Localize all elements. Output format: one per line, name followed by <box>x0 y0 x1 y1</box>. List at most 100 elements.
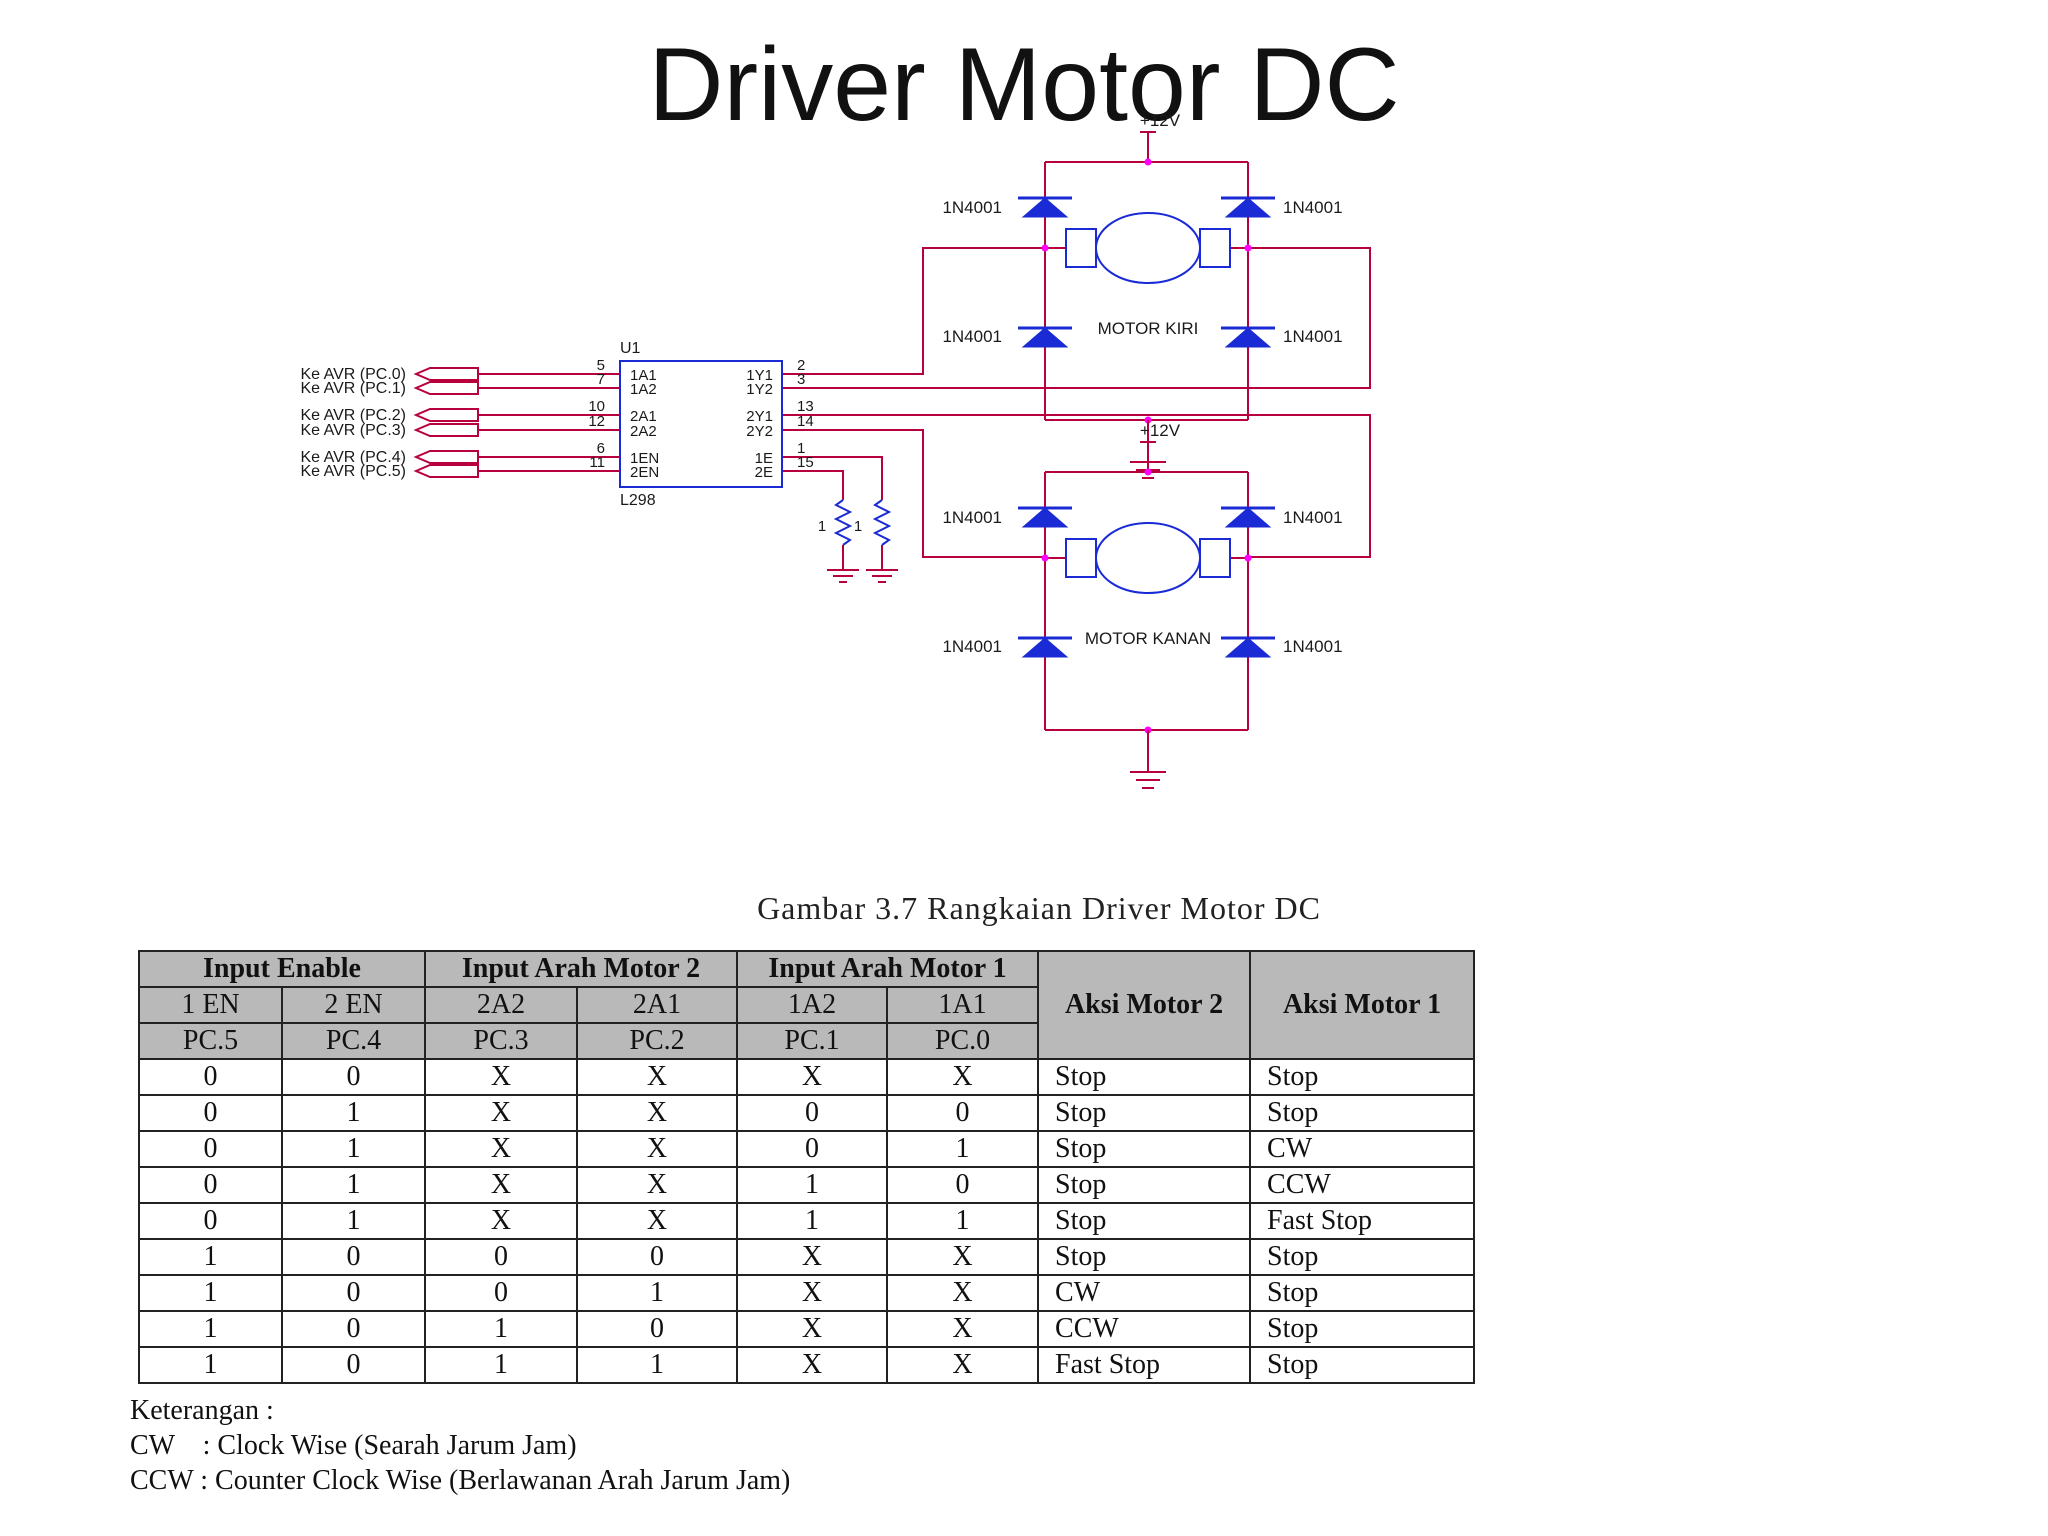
wire <box>782 429 1045 558</box>
action-cell: Stop <box>1249 1346 1476 1384</box>
value-cell: 0 <box>138 1166 283 1204</box>
pin-name: 2EN <box>630 464 659 481</box>
wire <box>782 247 1371 389</box>
pin-header: 2 EN <box>281 986 426 1024</box>
action-cell: Stop <box>1037 1058 1252 1096</box>
header-input-enable: Input Enable <box>138 950 426 988</box>
truth-table: Input Enable Input Arah Motor 2 Input Ar… <box>138 950 1476 1384</box>
figure-caption: Gambar 3.7 Rangkaian Driver Motor DC <box>757 890 1321 926</box>
value-cell: X <box>736 1346 889 1384</box>
port-header: PC.1 <box>736 1022 889 1060</box>
motor-terminal-right <box>1199 228 1231 268</box>
value-cell: 1 <box>281 1094 426 1132</box>
value-cell: 0 <box>424 1274 578 1312</box>
motor-terminal-left <box>1065 228 1097 268</box>
value-cell: X <box>886 1238 1040 1276</box>
value-cell: 0 <box>424 1238 578 1276</box>
pin-number: 11 <box>589 454 605 471</box>
motor-kiri-label: MOTOR KIRI <box>1098 319 1199 338</box>
port-header: PC.2 <box>575 1022 739 1060</box>
value-cell: 1 <box>138 1238 283 1276</box>
diode-symbol <box>1021 507 1069 528</box>
pin-number: 5 <box>597 357 605 374</box>
pin-name: 1A1 <box>630 367 657 384</box>
value-cell: 0 <box>575 1310 739 1348</box>
pin-header-row: 1 EN 2 EN 2A2 2A1 1A2 1A1 <box>138 986 1474 1024</box>
value-cell: 1 <box>424 1346 578 1384</box>
value-cell: X <box>575 1130 739 1168</box>
pin-name: 1Y1 <box>746 367 773 384</box>
value-cell: X <box>424 1202 578 1240</box>
motor-terminal-right <box>1199 538 1231 578</box>
value-cell: 1 <box>575 1346 739 1384</box>
pin-header: 2A2 <box>424 986 578 1024</box>
diode-label: 1N4001 <box>1283 198 1343 217</box>
avr-input-label: Ke AVR (PC.4) <box>300 449 406 466</box>
pin-header: 1A1 <box>886 986 1040 1024</box>
value-cell: 0 <box>281 1274 426 1312</box>
input-connector <box>413 367 479 381</box>
value-cell: 1 <box>575 1274 739 1312</box>
pin-number: 14 <box>797 413 814 430</box>
resistor-value: 1 <box>854 518 862 535</box>
value-cell: X <box>424 1094 578 1132</box>
value-cell: X <box>575 1202 739 1240</box>
wire <box>782 456 883 500</box>
components <box>413 131 1275 789</box>
sense-resistor <box>872 499 892 546</box>
motor-terminal-left <box>1065 538 1097 578</box>
diode-label: 1N4001 <box>942 198 1002 217</box>
value-cell: 0 <box>138 1202 283 1240</box>
header-input-arah-motor-2: Input Arah Motor 2 <box>423 950 739 988</box>
junction-dot <box>1244 554 1252 562</box>
pin-number: 3 <box>797 371 805 388</box>
ic-reference: U1 <box>620 340 641 357</box>
diode-label: 1N4001 <box>942 637 1002 656</box>
value-cell: 0 <box>138 1094 283 1132</box>
port-header: PC.0 <box>886 1022 1040 1060</box>
action-cell: Stop <box>1249 1058 1476 1096</box>
value-cell: 1 <box>886 1130 1040 1168</box>
value-cell: X <box>736 1274 889 1312</box>
pin-number: 7 <box>597 371 605 388</box>
header-input-arah-motor-1: Input Arah Motor 1 <box>736 950 1040 988</box>
header-aksi-motor-1: Aksi Motor 1 <box>1249 950 1476 1060</box>
value-cell: X <box>424 1166 578 1204</box>
avr-input-label: Ke AVR (PC.0) <box>300 366 406 383</box>
wires <box>478 132 1371 731</box>
diode-symbol <box>1224 507 1272 528</box>
action-cell: CCW <box>1249 1166 1476 1204</box>
input-connector <box>413 450 479 464</box>
value-cell: X <box>736 1238 889 1276</box>
pin-name: 1EN <box>630 450 659 467</box>
pin-name: 1E <box>755 450 773 467</box>
junction-dot <box>1144 158 1152 166</box>
action-cell: CCW <box>1037 1310 1252 1348</box>
pin-number: 13 <box>797 398 814 415</box>
action-cell: Stop <box>1249 1094 1476 1132</box>
pin-name: 2E <box>755 464 773 481</box>
diode-symbol <box>1021 327 1069 348</box>
value-cell: 1 <box>138 1346 283 1384</box>
diode-symbol <box>1224 327 1272 348</box>
resistor-value: 1 <box>818 518 826 535</box>
value-cell: 0 <box>886 1166 1040 1204</box>
value-cell: 1 <box>138 1274 283 1312</box>
diode-label: 1N4001 <box>1283 508 1343 527</box>
avr-input-label: Ke AVR (PC.3) <box>300 422 406 439</box>
pin-name: 1A2 <box>630 381 657 398</box>
legend-line: CW : Clock Wise (Searah Jarum Jam) <box>130 1430 577 1461</box>
wire <box>782 414 1371 558</box>
pin-header: 1A2 <box>736 986 889 1024</box>
value-cell: X <box>886 1346 1040 1384</box>
value-cell: 1 <box>424 1310 578 1348</box>
header-aksi-motor-2: Aksi Motor 2 <box>1037 950 1252 1060</box>
value-cell: X <box>575 1058 739 1096</box>
supply-label: +12V <box>1140 111 1181 130</box>
